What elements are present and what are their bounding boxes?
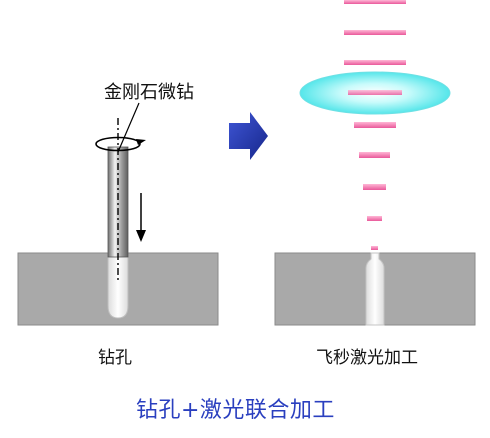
rotation-arrow-icon — [95, 136, 146, 152]
laser-hole — [365, 252, 385, 326]
laser-pulse — [359, 152, 390, 158]
down-arrow-icon — [136, 193, 146, 242]
laser-pulse — [344, 0, 406, 4]
laser-pulse — [344, 60, 406, 65]
diamond-drill-label: 金刚石微钻 — [104, 82, 194, 103]
laser-pulse — [371, 246, 378, 250]
label-leader — [117, 102, 140, 153]
laser-pulse — [344, 30, 406, 35]
right-arrow-icon — [229, 112, 268, 160]
drilled-hole — [107, 252, 129, 319]
diagram-title: 钻孔+激光联合加工 — [136, 398, 335, 423]
laser-pulse — [363, 184, 386, 190]
laser-pulse — [367, 216, 382, 221]
femtosecond-laser-label: 飞秒激光加工 — [316, 348, 418, 368]
laser-pulse — [354, 122, 396, 128]
laser-pulse — [348, 90, 402, 95]
drilling-label: 钻孔 — [98, 348, 132, 368]
